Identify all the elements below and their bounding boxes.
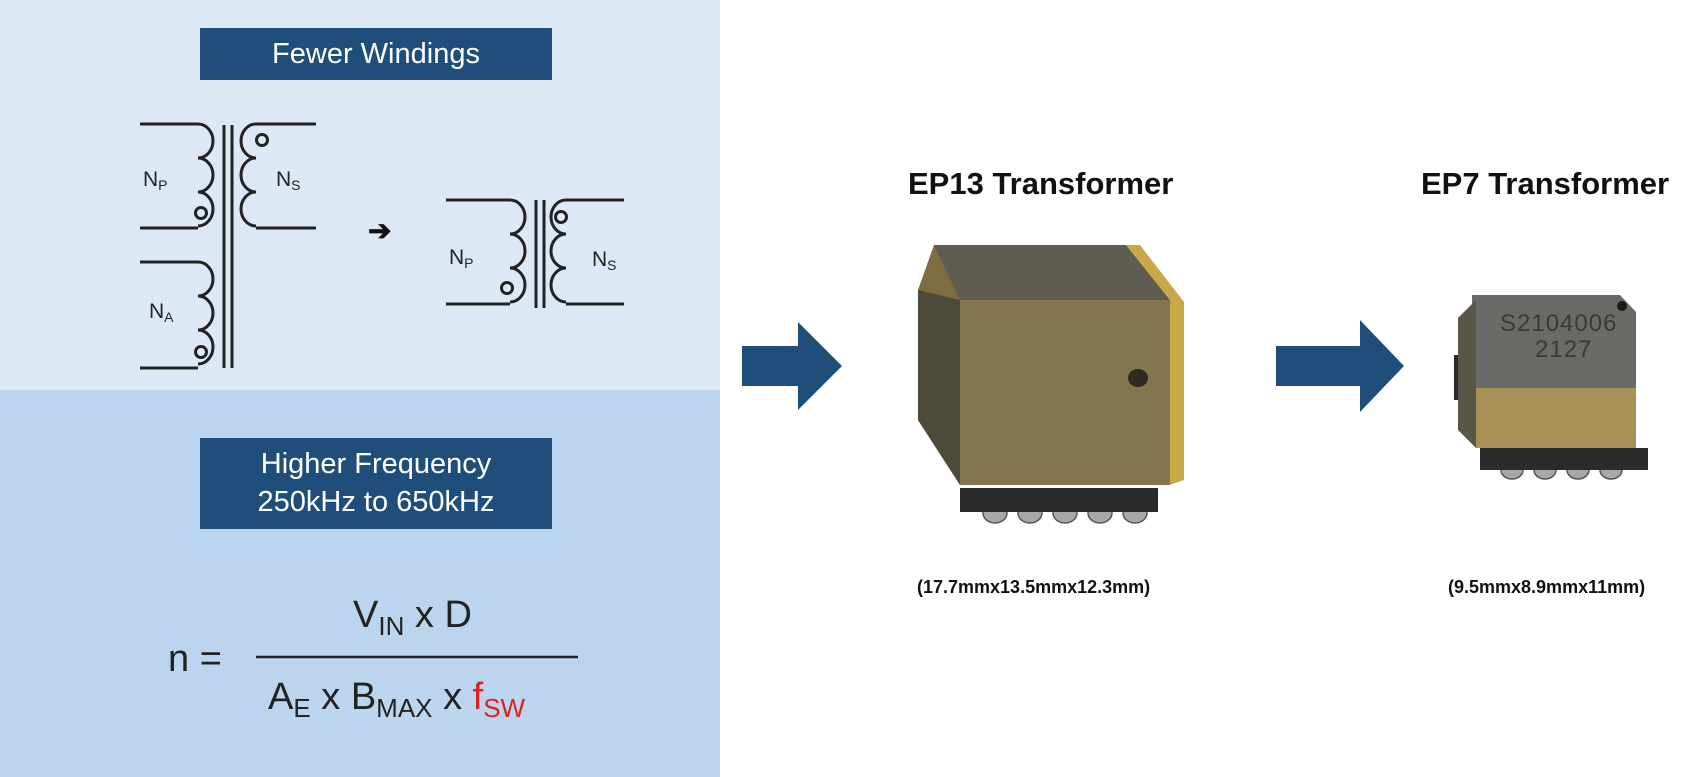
ep13-dimensions: (17.7mmx13.5mmx12.3mm) bbox=[917, 577, 1151, 597]
arrow-right-icon: ➔ bbox=[368, 215, 392, 246]
secondary-winding-label-reduced: NS bbox=[592, 248, 617, 273]
ep7-dimensions: (9.5mmx8.9mmx11mm) bbox=[1448, 577, 1646, 597]
formula-numerator: VIN x D bbox=[353, 594, 472, 641]
transformer-two-winding-schematic bbox=[446, 198, 624, 308]
higher-frequency-banner: Higher Frequency 250kHz to 650kHz bbox=[200, 438, 552, 529]
ep7-part-marking-1: S2104006 bbox=[1500, 310, 1618, 337]
fewer-windings-label: Fewer Windings bbox=[272, 38, 480, 70]
transformer-three-winding-schematic bbox=[140, 122, 316, 370]
primary-winding-label-reduced: NP bbox=[449, 246, 474, 271]
turns-ratio-formula-lhs: n = bbox=[168, 638, 222, 680]
switching-frequency-term: fSW bbox=[472, 676, 526, 723]
ep7-title: EP7 Transformer bbox=[1421, 166, 1670, 201]
fewer-windings-banner: Fewer Windings bbox=[200, 28, 552, 80]
fraction-bar bbox=[256, 655, 578, 659]
frequency-range-label: 250kHz to 650kHz bbox=[257, 486, 495, 518]
higher-frequency-label: Higher Frequency bbox=[260, 448, 492, 480]
auxiliary-winding-label: NA bbox=[149, 300, 174, 325]
secondary-winding-label: NS bbox=[276, 168, 301, 193]
ep13-title: EP13 Transformer bbox=[908, 166, 1174, 201]
primary-winding-label: NP bbox=[143, 168, 168, 193]
ep7-part-marking-2: 2127 bbox=[1535, 336, 1593, 363]
formula-denominator: AE x BMAX x fSW bbox=[268, 676, 526, 723]
